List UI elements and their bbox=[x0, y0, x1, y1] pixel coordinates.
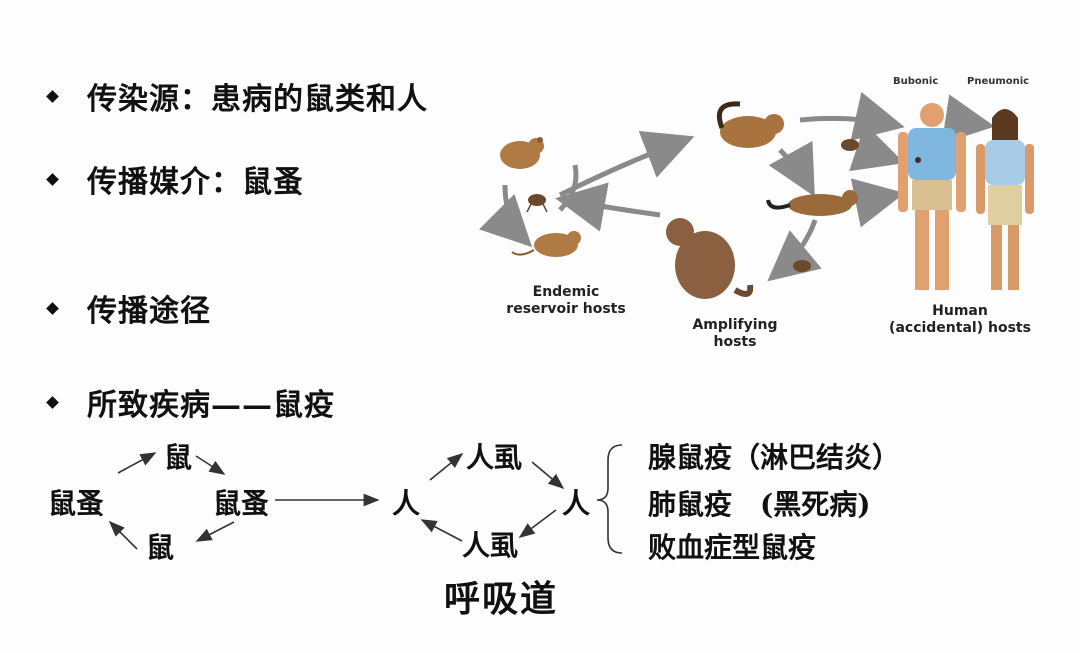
bullet-text: 所致疾病——鼠疫 bbox=[87, 388, 335, 423]
label-endemic-hosts: Endemic reservoir hosts bbox=[506, 284, 626, 317]
cycle-arrows bbox=[479, 91, 995, 282]
human-male-icon bbox=[898, 103, 966, 290]
label-amplifying-hosts: Amplifying hosts bbox=[692, 317, 778, 350]
bullet-infection-source: 传染源：患病的鼠类和人 bbox=[46, 74, 428, 118]
flea-icon bbox=[841, 139, 859, 151]
node-rat-bottom: 鼠 bbox=[146, 531, 175, 564]
chipmunk-icon bbox=[766, 190, 858, 216]
rodent-icon bbox=[511, 231, 581, 257]
flea-icon bbox=[793, 260, 811, 272]
bullet-vector: 传播媒介：鼠蚤 bbox=[46, 157, 304, 201]
brace bbox=[596, 444, 623, 554]
squirrel-icon bbox=[716, 101, 784, 148]
respiratory-route-label: 呼吸道 bbox=[444, 578, 559, 620]
node-human-louse-top: 人虱 bbox=[466, 441, 523, 474]
node-human-louse-bottom: 人虱 bbox=[462, 529, 519, 562]
disease-form-septicemic: 败血症型鼠疫 bbox=[648, 531, 817, 564]
node-rat-flea-right: 鼠蚤 bbox=[213, 487, 270, 520]
flea-icon bbox=[526, 194, 548, 213]
disease-form-bubonic: 腺鼠疫（淋巴结炎） bbox=[648, 441, 901, 474]
node-human-right: 人 bbox=[562, 487, 591, 520]
prairie-dog-icon bbox=[666, 218, 754, 299]
human-female-icon bbox=[976, 109, 1034, 290]
bullet-disease: 所致疾病——鼠疫 bbox=[46, 380, 335, 424]
rodent-icon bbox=[500, 137, 544, 169]
node-rat-top: 鼠 bbox=[164, 441, 193, 474]
bullet-text: 传播媒介：鼠蚤 bbox=[87, 165, 304, 200]
bullet-text: 传播途径 bbox=[87, 294, 211, 329]
label-human-hosts: Human (accidental) hosts bbox=[889, 303, 1031, 336]
node-rat-flea-left: 鼠蚤 bbox=[48, 487, 105, 520]
label-pneumonic: Pneumonic bbox=[967, 76, 1030, 87]
bullet-text: 传染源：患病的鼠类和人 bbox=[87, 82, 428, 117]
flow-arrows bbox=[108, 452, 565, 550]
label-bubonic: Bubonic bbox=[893, 76, 939, 87]
bullet-transmission-route: 传播途径 bbox=[46, 286, 211, 330]
disease-form-pneumonic: 肺鼠疫 (黑死病) bbox=[648, 488, 871, 521]
node-human-left: 人 bbox=[392, 487, 421, 520]
